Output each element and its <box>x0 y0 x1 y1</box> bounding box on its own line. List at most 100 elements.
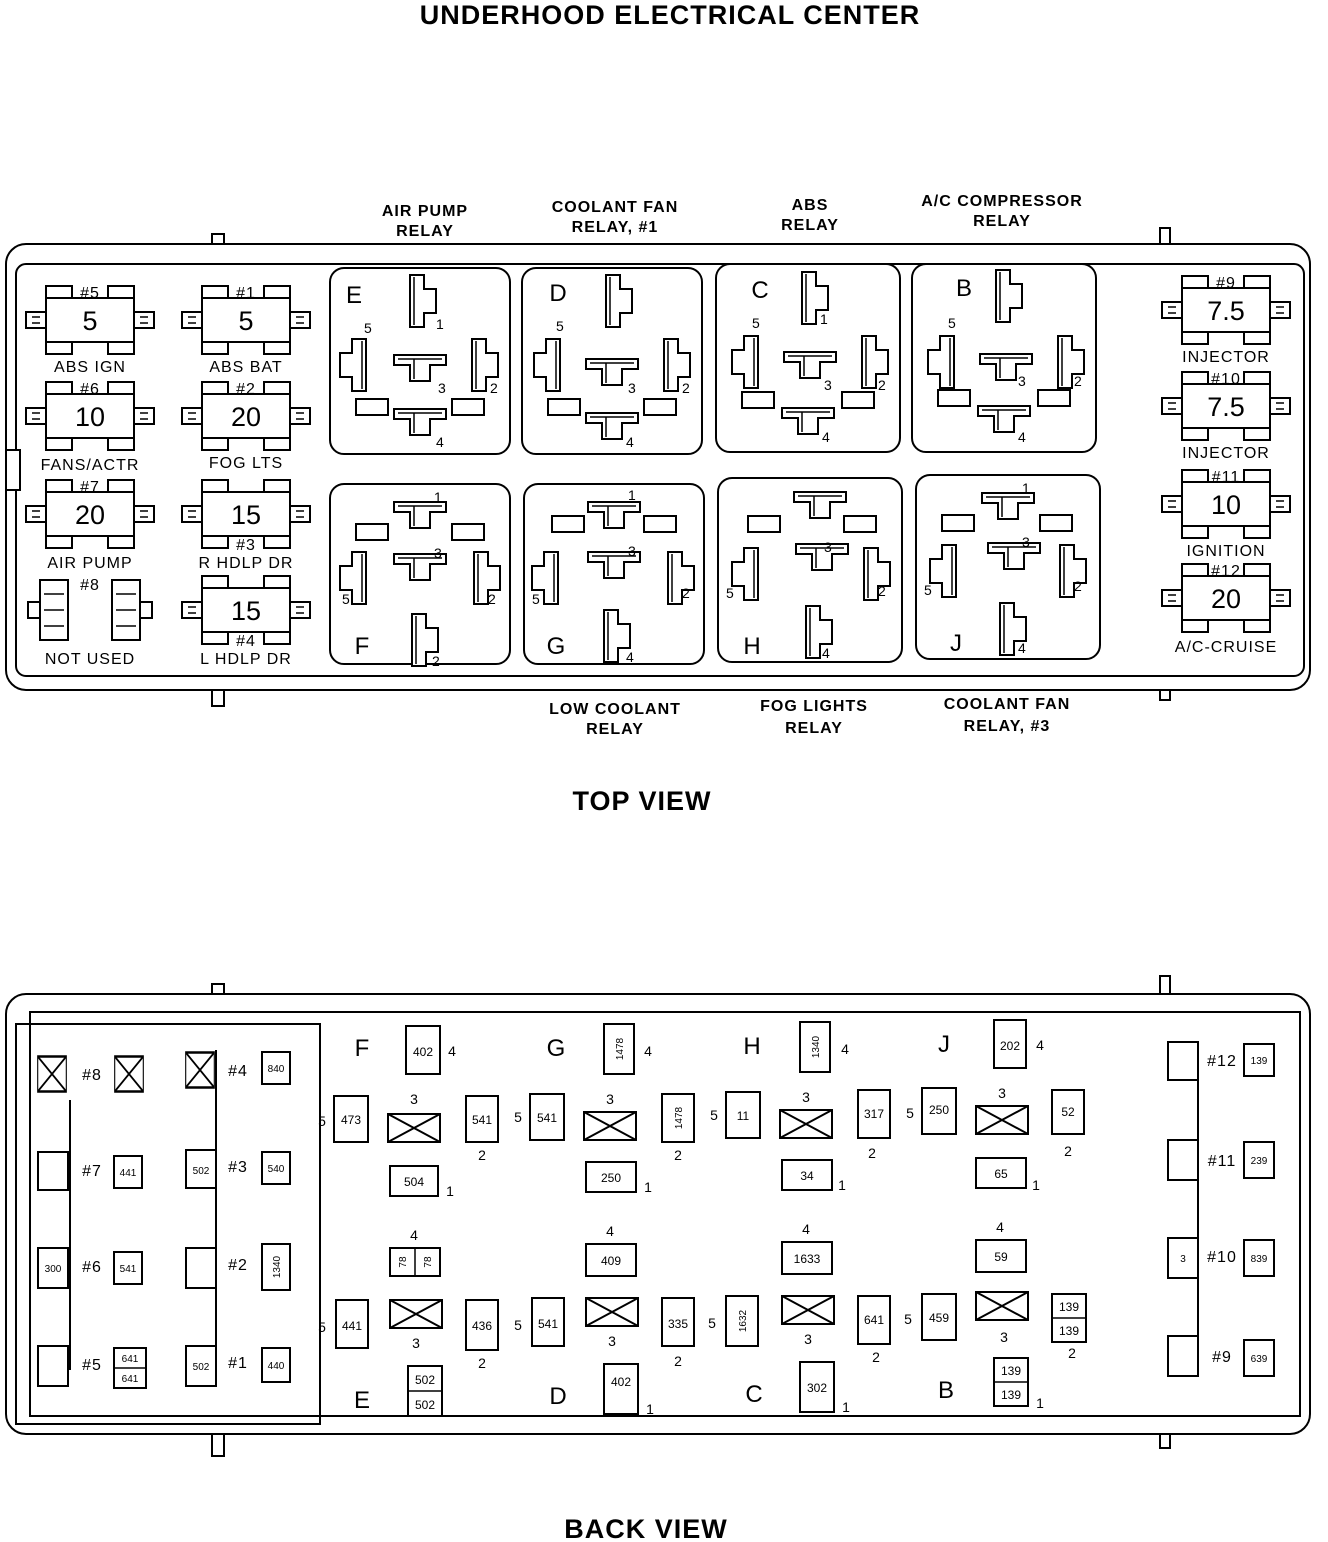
svg-text:1478: 1478 <box>674 1106 685 1129</box>
fuse-7[interactable]: #7 20 AIR PUMP <box>25 479 155 572</box>
svg-text:1: 1 <box>1022 480 1030 496</box>
back-fuse-11[interactable]: #11 239 <box>1167 1139 1275 1181</box>
svg-text:#12: #12 <box>1207 1053 1237 1070</box>
svg-text:459: 459 <box>929 1311 949 1325</box>
svg-text:#9: #9 <box>1216 275 1236 292</box>
svg-text:#10: #10 <box>1207 1249 1237 1266</box>
fuse-5[interactable]: #5 5 ABS IGN <box>25 285 155 376</box>
back-relay-c[interactable]: 4 1633 5 1632 3 641 2 C 302 1 <box>708 1221 891 1415</box>
svg-text:4: 4 <box>841 1041 849 1057</box>
fuse-2[interactable]: #2 20 FOG LTS <box>181 381 311 472</box>
fuse-1[interactable]: #1 5 ABS BAT <box>181 285 311 376</box>
svg-text:502: 502 <box>415 1373 435 1387</box>
relay-socket-g[interactable]: G 1 3 5 2 4 <box>523 483 705 665</box>
svg-text:#5: #5 <box>80 285 100 302</box>
svg-text:3: 3 <box>824 539 832 555</box>
svg-text:3: 3 <box>412 1335 420 1351</box>
relay-label-air-pump: AIR PUMP RELAY <box>382 203 467 240</box>
back-fuse-2[interactable]: #2 1340 <box>185 1243 291 1291</box>
relay-socket-c[interactable]: C 1 5 3 2 4 <box>715 263 901 453</box>
svg-text:52: 52 <box>1061 1105 1075 1119</box>
back-fuse-7[interactable]: #7 441 <box>37 1151 143 1191</box>
relay-socket-d[interactable]: D 5 3 2 4 <box>521 267 703 455</box>
svg-text:4: 4 <box>410 1227 418 1243</box>
svg-text:#11: #11 <box>1208 1153 1237 1170</box>
svg-text:D: D <box>549 1383 566 1410</box>
svg-text:1340: 1340 <box>272 1255 283 1278</box>
svg-text:1: 1 <box>436 316 444 332</box>
svg-text:11: 11 <box>737 1109 750 1123</box>
svg-text:A/C-CRUISE: A/C-CRUISE <box>1175 639 1277 656</box>
relay-socket-b[interactable]: B 5 3 2 4 <box>911 263 1097 453</box>
relay-socket-h[interactable]: H 3 5 2 4 <box>717 477 903 663</box>
svg-text:H: H <box>743 633 760 660</box>
fuse-10[interactable]: #10 7.5 INJECTOR <box>1161 371 1291 462</box>
svg-text:5: 5 <box>318 1113 326 1129</box>
svg-text:1: 1 <box>628 487 636 503</box>
back-relay-g[interactable]: G 1478 4 5 541 3 1478 2 250 1 <box>514 1023 695 1195</box>
back-view-caption: BACK VIEW <box>564 1514 728 1542</box>
svg-text:473: 473 <box>341 1113 361 1127</box>
svg-text:302: 302 <box>807 1381 827 1395</box>
back-fuse-5[interactable]: #5 641 641 <box>37 1345 147 1389</box>
svg-text:2: 2 <box>488 591 496 607</box>
svg-text:4: 4 <box>626 649 634 665</box>
back-fuse-3[interactable]: 502 #3 540 <box>185 1149 291 1189</box>
svg-text:F: F <box>355 1035 370 1062</box>
fuse-11[interactable]: #11 10 IGNITION <box>1161 469 1291 560</box>
fuse-6[interactable]: #6 10 FANS/ACTR <box>25 381 155 474</box>
svg-text:641: 641 <box>122 1354 139 1365</box>
svg-text:239: 239 <box>1251 1156 1268 1167</box>
svg-text:#4: #4 <box>236 633 256 650</box>
svg-text:641: 641 <box>864 1313 884 1327</box>
back-fuse-9[interactable]: #9 639 <box>1167 1335 1275 1377</box>
back-relay-e[interactable]: 4 78 78 5 441 3 436 2 E 502 502 <box>318 1227 499 1417</box>
back-relay-j[interactable]: J 202 4 5 250 3 52 2 65 1 <box>906 1019 1085 1193</box>
relay-label-low-coolant: LOW COOLANT RELAY <box>549 701 680 738</box>
fuse-9[interactable]: #9 7.5 INJECTOR <box>1161 275 1291 366</box>
svg-text:5: 5 <box>924 582 932 598</box>
relay-socket-f[interactable]: F 1 3 5 2 2 <box>329 483 511 669</box>
svg-text:409: 409 <box>601 1254 621 1268</box>
back-relay-b[interactable]: 4 59 5 459 3 139 139 2 B 139 139 1 <box>904 1219 1087 1411</box>
back-relay-h[interactable]: H 1340 4 5 11 3 317 2 34 1 <box>710 1021 891 1193</box>
svg-text:#6: #6 <box>82 1259 102 1276</box>
fuse-12[interactable]: #12 20 A/C-CRUISE <box>1161 563 1291 656</box>
relay-socket-e[interactable]: E 1 5 3 2 4 <box>329 267 511 455</box>
back-fuse-10[interactable]: 3 #10 839 <box>1167 1237 1275 1279</box>
svg-text:#5: #5 <box>82 1357 102 1374</box>
svg-text:2: 2 <box>682 380 690 396</box>
svg-text:5: 5 <box>318 1319 326 1335</box>
svg-text:#2: #2 <box>228 1257 248 1274</box>
svg-text:441: 441 <box>342 1319 362 1333</box>
back-fuse-4[interactable]: #4 840 <box>184 1051 291 1089</box>
svg-text:FANS/ACTR: FANS/ACTR <box>41 457 140 474</box>
svg-text:A/C COMPRESSOR: A/C COMPRESSOR <box>921 193 1083 210</box>
back-fuse-1[interactable]: 502 #1 440 <box>185 1345 291 1387</box>
back-fuse-6[interactable]: 300 #6 541 <box>37 1247 143 1289</box>
svg-text:541: 541 <box>538 1317 558 1331</box>
back-fuse-12[interactable]: #12 139 <box>1167 1041 1275 1081</box>
svg-text:4: 4 <box>1018 429 1026 445</box>
svg-text:139: 139 <box>1059 1300 1079 1314</box>
svg-text:139: 139 <box>1059 1324 1079 1338</box>
svg-text:E: E <box>354 1387 370 1414</box>
svg-text:10: 10 <box>75 402 105 432</box>
svg-text:1: 1 <box>1036 1395 1044 1411</box>
back-relay-d[interactable]: 4 409 5 541 3 335 2 D 402 1 <box>514 1223 695 1417</box>
fuse-3[interactable]: 15 #3 R HDLP DR <box>181 479 311 572</box>
svg-text:5: 5 <box>514 1109 522 1125</box>
svg-text:139: 139 <box>1001 1364 1021 1378</box>
fuse-4[interactable]: 15 #4 L HDLP DR <box>181 575 311 668</box>
svg-text:J: J <box>938 1031 950 1058</box>
svg-text:5: 5 <box>238 306 253 336</box>
relay-socket-j[interactable]: J 1 3 5 2 4 <box>915 474 1101 660</box>
back-relay-f[interactable]: F 402 4 5 473 3 541 2 504 1 <box>318 1025 499 1199</box>
svg-text:RELAY: RELAY <box>785 720 843 737</box>
back-fuse-8[interactable]: #8 <box>36 1055 145 1093</box>
relay-label-fog-lights: FOG LIGHTS RELAY <box>760 698 867 737</box>
fuse-8-empty[interactable]: #8 NOT USED <box>27 577 153 668</box>
relay-label-ac-compressor: A/C COMPRESSOR RELAY <box>921 193 1083 230</box>
svg-text:E: E <box>346 282 362 309</box>
